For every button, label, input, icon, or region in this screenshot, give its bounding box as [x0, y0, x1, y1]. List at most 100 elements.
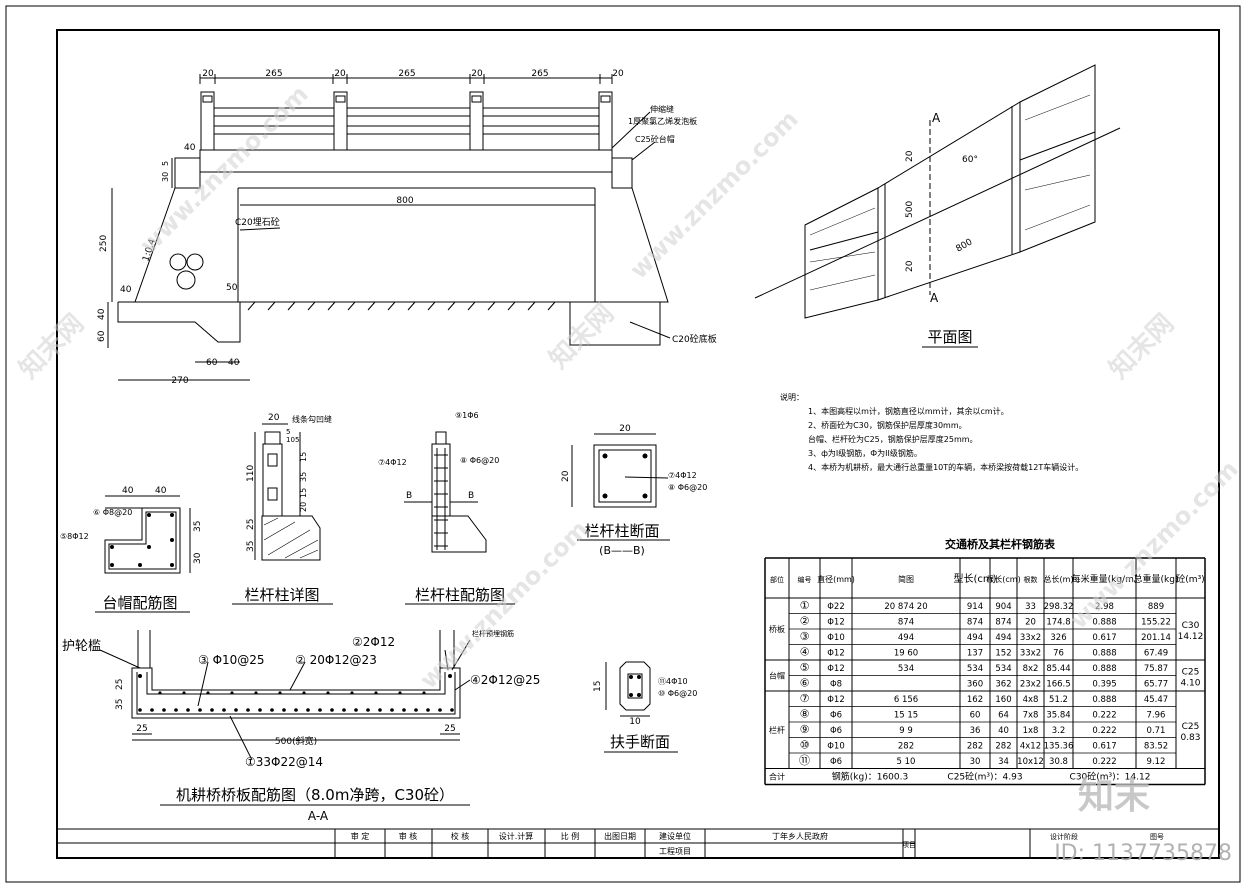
dim-top-2: 265	[265, 69, 282, 79]
cap-label: C25砼台帽	[635, 134, 675, 144]
handrail-dim-15: 15	[593, 681, 603, 692]
dim-30: 30	[161, 172, 170, 182]
table-cell: 174.8	[1046, 618, 1070, 628]
table-cell: 0.617	[1092, 633, 1116, 643]
table-cell: 282	[898, 742, 914, 752]
post-dim-25: 25	[246, 519, 256, 530]
table-cell: 9 9	[899, 726, 913, 736]
table-header-cell: 型长(cm)	[953, 572, 996, 585]
table-concrete-grade: C25	[1182, 722, 1200, 732]
table-header-cell: 根长(cm)	[986, 574, 1020, 584]
table-cell: 67.49	[1144, 649, 1168, 659]
post-groove: 线条勾凹缝	[292, 414, 332, 424]
table-header-cell: 简图	[898, 574, 914, 584]
table-cell: 494	[967, 633, 983, 643]
table-cell: 282	[995, 742, 1011, 752]
table-cell: Φ6	[830, 757, 842, 767]
post-dim-15: 15	[299, 452, 308, 462]
table-cell: ⑥	[800, 677, 810, 690]
watermark-brand-2: 知末网	[544, 299, 620, 375]
notes: 说明： 1、本图高程以m计，钢筋直径以mm计，其余以cm计。 2、桥面砼为C30…	[780, 392, 1083, 472]
cap-dim-30: 30	[193, 552, 203, 564]
table-cell: 889	[1148, 602, 1164, 612]
table-cell: Φ12	[827, 649, 845, 659]
table-group-label: 栏杆	[769, 725, 785, 735]
post-section-figure	[571, 433, 669, 508]
expansion-joint-label: 伸缩缝	[650, 104, 674, 114]
slab-dim-25c: 25	[136, 724, 147, 734]
table-cell: Φ12	[827, 695, 845, 705]
table-cell: 162	[967, 695, 983, 705]
table-cell: ⑪	[799, 754, 810, 767]
plan-dim-800: 800	[955, 237, 975, 254]
table-cell: 2.98	[1095, 602, 1114, 612]
table-header-cell: 总长(m)	[1043, 574, 1073, 584]
dim-top-5: 20	[471, 69, 483, 79]
handrail-dim-10: 10	[629, 717, 641, 727]
table-cell: 298.32	[1044, 602, 1074, 612]
table-cell: Φ8	[830, 680, 842, 690]
table-header-cell: 根数	[1024, 575, 1038, 584]
table-cell: 534	[995, 664, 1011, 674]
table-cell: 135.36	[1044, 742, 1074, 752]
post-detail-title: 栏杆柱详图	[244, 586, 319, 604]
tb-owner: 丁年乡人民政府	[772, 831, 828, 841]
post-section-dim-top: 20	[619, 424, 631, 434]
table-group-label: 桥板	[769, 624, 785, 634]
slab-curb: 护轮槛	[62, 639, 101, 654]
table-concrete-grade: C30	[1182, 621, 1200, 631]
title-block	[57, 828, 1219, 858]
table-cell: Φ6	[830, 711, 842, 721]
handrail-dots	[629, 675, 641, 697]
tb-owner-label: 建设单位	[659, 831, 691, 841]
table-cell: 4x8	[1023, 695, 1039, 705]
tb-item: 项目	[902, 841, 916, 849]
cap-dim-b: 40	[155, 486, 167, 496]
plan-section-a-top: A	[932, 111, 941, 125]
dim-40-a: 40	[120, 285, 132, 295]
post-detail-labels: 20 线条勾凹缝 5 10 5 110 15 35 15 20 25 35 栏杆…	[232, 413, 333, 605]
slab-dim-25a: 25	[115, 679, 125, 690]
table-cell: ⑤	[800, 661, 810, 674]
outer-frame	[5, 5, 1241, 883]
slab-width: 500(斜宽)	[275, 735, 317, 747]
watermark-logo: 知末	[1078, 776, 1150, 817]
table-cell: ⑩	[800, 739, 810, 752]
table-cell: ⑨	[800, 723, 810, 736]
table-cell: 0.71	[1147, 726, 1166, 736]
slab-title: 机耕桥桥板配筋图（8.0m净跨，C30砼）	[176, 786, 454, 804]
slab-rebar-labels: 护轮槛 ③ Φ10@25 ② 20Φ12@23 ②2Φ12 栏杆预埋钢筋 ④2Φ…	[62, 629, 540, 823]
table-cell: 0.888	[1092, 649, 1116, 659]
tb-bili: 比 例	[561, 831, 580, 841]
tb-sheji: 设计.计算	[499, 831, 534, 841]
table-cell: 201.14	[1141, 633, 1171, 643]
post-rebar-main: ⑦4Φ12	[378, 458, 407, 467]
cap-title: 台帽配筋图	[102, 594, 177, 612]
tb-shenhe: 审 核	[399, 831, 418, 841]
table-cell: 65.77	[1144, 680, 1168, 690]
watermark-url-2: www.znzmo.com	[624, 105, 803, 284]
table-header-cell: 编号	[798, 575, 812, 584]
table-sum-c30: C30砼(m³)：14.12	[1070, 771, 1151, 783]
post-dim-15b: 15	[299, 488, 308, 498]
table-cell: 15 15	[894, 711, 918, 721]
table-cell: Φ6	[830, 726, 842, 736]
plan-section-a-bottom: A	[930, 291, 939, 305]
plan-dim-500: 500	[905, 201, 915, 218]
table-cell: 282	[967, 742, 983, 752]
tb-shending: 审 定	[351, 831, 370, 841]
note-1: 1、本图高程以m计，钢筋直径以mm计，其余以cm计。	[808, 406, 1009, 416]
table-cell: 914	[967, 602, 983, 612]
post-rebar-title: 栏杆柱配筋图	[415, 586, 505, 604]
table-cell: 904	[995, 602, 1011, 612]
cap-stirrup: ⑥ Φ8@20	[93, 508, 132, 517]
tb-project-label: 工程项目	[659, 847, 691, 856]
base-label: C20砼底板	[672, 333, 717, 345]
plan-view	[754, 64, 1121, 319]
plan-hatch	[809, 94, 1091, 291]
table-header-cell: 每米重量(kg/m)	[1072, 573, 1138, 585]
post-dim-35b: 35	[246, 541, 256, 552]
cap-rebar-dots	[110, 513, 174, 567]
dim-40c: 40	[228, 358, 240, 368]
slab-rebar-figure	[99, 630, 471, 761]
